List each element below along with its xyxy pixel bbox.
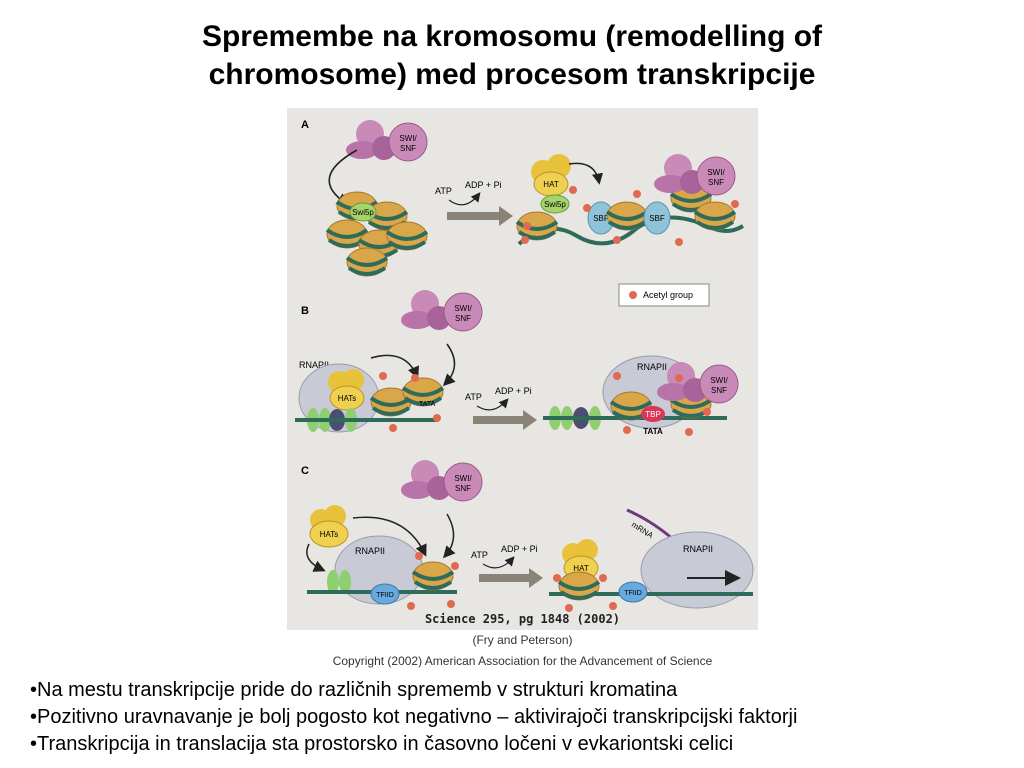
hats-complex-b xyxy=(328,369,365,411)
swi-snf-label-bottom-c1: SNF xyxy=(455,484,471,493)
hat-label-c2: HAT xyxy=(573,564,589,573)
bullet-item-3: •Transkripcija in translacija sta prosto… xyxy=(30,733,734,755)
acetyl-legend-label: Acetyl group xyxy=(643,290,693,300)
hats-label-b: HATs xyxy=(338,394,357,403)
tbp-protein xyxy=(641,406,665,422)
tfiid-label-c2: TFIID xyxy=(624,590,642,597)
hat-label-a: HAT xyxy=(543,180,559,189)
rnapii-c2 xyxy=(640,531,754,609)
swi-snf-label-top-b2: SWI/ xyxy=(710,376,728,385)
tata-label-b2: TATA xyxy=(643,427,663,436)
swi-snf-label-bottom-b1: SNF xyxy=(455,314,471,323)
panel-b-label: B xyxy=(301,305,309,317)
figure-copyright: Copyright (2002) American Association fo… xyxy=(332,654,713,668)
swi-snf-arrow-c xyxy=(443,513,456,559)
swi-snf-label-top: SWI/ xyxy=(399,134,417,143)
swi-snf-label-top-b1: SWI/ xyxy=(454,304,472,313)
bullet-item-1: •Na mestu transkripcije pride do različn… xyxy=(30,679,678,701)
sbf-protein-2 xyxy=(643,201,671,235)
atp-label-c: ATP xyxy=(471,550,488,560)
sbf-label-2: SBF xyxy=(649,214,665,223)
swi-snf-complex-b2: SWI/ SNF xyxy=(656,361,739,404)
rnapii-label-b1: RNAPII xyxy=(299,360,329,370)
swi-snf-complex-b1: SWI/ SNF xyxy=(400,289,483,332)
hats-complex-c xyxy=(309,505,349,548)
reaction-arrow-b xyxy=(473,410,537,430)
figure-authors: (Fry and Peterson) xyxy=(472,633,573,647)
swi-snf-label-bottom-b2: SNF xyxy=(711,386,727,395)
panel-a-label: A xyxy=(301,119,309,131)
panel-a: A SWI/ SNF Swi5p ATP ADP + Pi HAT Swi5p … xyxy=(301,119,745,307)
hats-arrow-c xyxy=(306,543,326,572)
reaction-arrow-c xyxy=(479,568,543,588)
atp-curve-a xyxy=(448,192,481,206)
rnapii-label-c1: RNAPII xyxy=(355,546,385,556)
swi-snf-complex-a1: SWI/ SNF xyxy=(345,119,428,162)
atp-label-a: ATP xyxy=(435,186,452,196)
tfiid-label-c1: TFIID xyxy=(376,592,394,599)
swi5p-label-a2: Swi5p xyxy=(544,200,566,209)
gtf-ovals-c1 xyxy=(327,570,351,594)
swi5p-protein-a xyxy=(349,202,377,222)
tbp-label: TBP xyxy=(645,410,661,419)
nucleosome-cluster-a xyxy=(325,190,429,278)
swi-snf-arrow-b xyxy=(442,343,456,387)
swi-snf-label-top-c1: SWI/ xyxy=(454,474,472,483)
hat-arrow-b xyxy=(370,354,419,379)
reaction-arrow-a xyxy=(447,206,513,226)
rnapii-label-c2: RNAPII xyxy=(683,544,713,554)
slide-title: Spremembe na kromosomu (remodelling of c… xyxy=(0,18,1024,94)
atp-curve-b xyxy=(476,398,509,411)
adp-label-b: ADP + Pi xyxy=(495,386,532,396)
panel-c-label: C xyxy=(301,465,309,477)
hat-arrow-c xyxy=(352,516,427,557)
swi-snf-label-top-a2: SWI/ xyxy=(707,168,725,177)
adp-label-a: ADP + Pi xyxy=(465,180,502,190)
tfiid-protein-c2 xyxy=(618,581,648,603)
rnapii-label-b2: RNAPII xyxy=(637,362,667,372)
swi-snf-complex-c1: SWI/ SNF xyxy=(400,459,483,502)
bullet-item-2: •Pozitivno uravnavanje je bolj pogosto k… xyxy=(30,706,798,728)
hat-complex-a xyxy=(531,154,571,197)
sbf-label-1: SBF xyxy=(593,214,609,223)
chromatin-remodelling-figure: A SWI/ SNF Swi5p ATP ADP + Pi HAT Swi5p … xyxy=(287,108,758,630)
swi5p-protein-a2 xyxy=(540,194,570,214)
adp-label-c: ADP + Pi xyxy=(501,544,538,554)
swi-snf-label-bottom-a2: SNF xyxy=(708,178,724,187)
swi-snf-complex-a2: SWI/ SNF xyxy=(653,153,736,196)
tfiid-protein-c1 xyxy=(370,583,400,605)
swi-snf-label-bottom: SNF xyxy=(400,144,416,153)
tata-label-b1: TATA xyxy=(419,401,436,408)
bullet-list: •Na mestu transkripcije pride do različn… xyxy=(30,677,1020,758)
hats-label-c: HATs xyxy=(320,530,339,539)
title-line-2: chromosome) med procesom transkripcije xyxy=(208,58,816,91)
panel-b: B SWI/ SNF RNAPII HATs TATA ATP ADP + Pi… xyxy=(295,289,739,436)
atp-curve-c xyxy=(482,556,515,569)
science-reference: Science 295, pg 1848 (2002) xyxy=(424,612,621,626)
legend-box xyxy=(618,283,710,307)
panel-c: C SWI/ SNF HATs RNAPII TFIID ATP ADP + P… xyxy=(301,459,754,612)
figure-svg: A SWI/ SNF Swi5p ATP ADP + Pi HAT Swi5p … xyxy=(295,119,754,612)
acetyl-legend-icon xyxy=(629,291,637,299)
title-line-1: Spremembe na kromosomu (remodelling of xyxy=(201,20,823,53)
swi5p-label-a: Swi5p xyxy=(352,208,374,217)
atp-label-b: ATP xyxy=(465,392,482,402)
hat-arrow-a xyxy=(568,162,604,185)
